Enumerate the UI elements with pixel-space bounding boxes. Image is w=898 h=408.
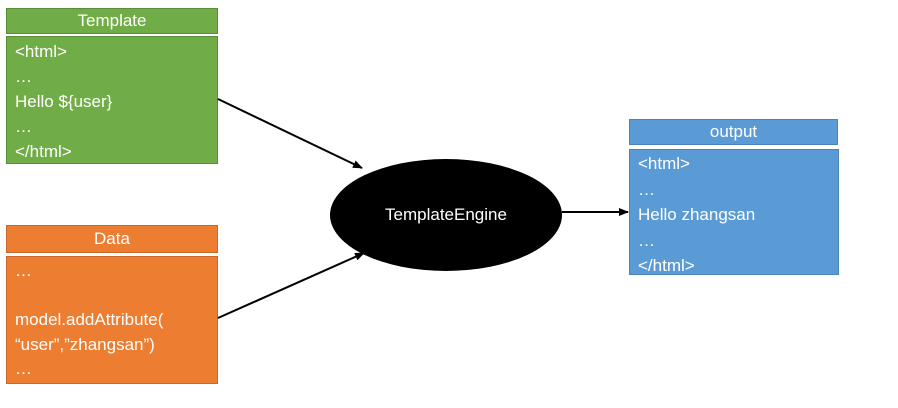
arrow-data-to-engine bbox=[217, 252, 365, 319]
output-line-4: … bbox=[638, 230, 655, 250]
output-line-3: Hello zhangsan bbox=[638, 205, 756, 224]
template-engine-node: TemplateEngine bbox=[330, 159, 562, 271]
template-line-5: </html> bbox=[15, 142, 72, 161]
data-line-5: … bbox=[15, 359, 32, 378]
data-line-1: … bbox=[15, 261, 32, 280]
data-line-4: “user”,”zhangsan”) bbox=[15, 334, 155, 354]
template-line-2: … bbox=[15, 67, 32, 86]
data-box-body: … model.addAttribute( “user”,”zhangsan”)… bbox=[6, 256, 218, 384]
template-box-body: <html> … Hello ${user} … </html> bbox=[6, 36, 218, 164]
output-box-body: <html> … Hello zhangsan … </html> bbox=[629, 149, 839, 275]
template-line-4: … bbox=[15, 117, 32, 136]
output-line-5: </html> bbox=[638, 256, 695, 275]
arrow-template-to-engine bbox=[217, 98, 363, 169]
data-box-title: Data bbox=[6, 225, 218, 253]
data-line-3: model.addAttribute( bbox=[15, 310, 164, 329]
output-line-2: … bbox=[638, 179, 655, 199]
template-line-1: <html> bbox=[15, 42, 67, 61]
template-line-3: Hello ${user} bbox=[15, 92, 113, 111]
output-line-1: <html> bbox=[638, 154, 690, 173]
template-engine-label: TemplateEngine bbox=[385, 205, 507, 224]
output-box-title: output bbox=[629, 119, 838, 145]
template-box-title: Template bbox=[6, 8, 218, 34]
